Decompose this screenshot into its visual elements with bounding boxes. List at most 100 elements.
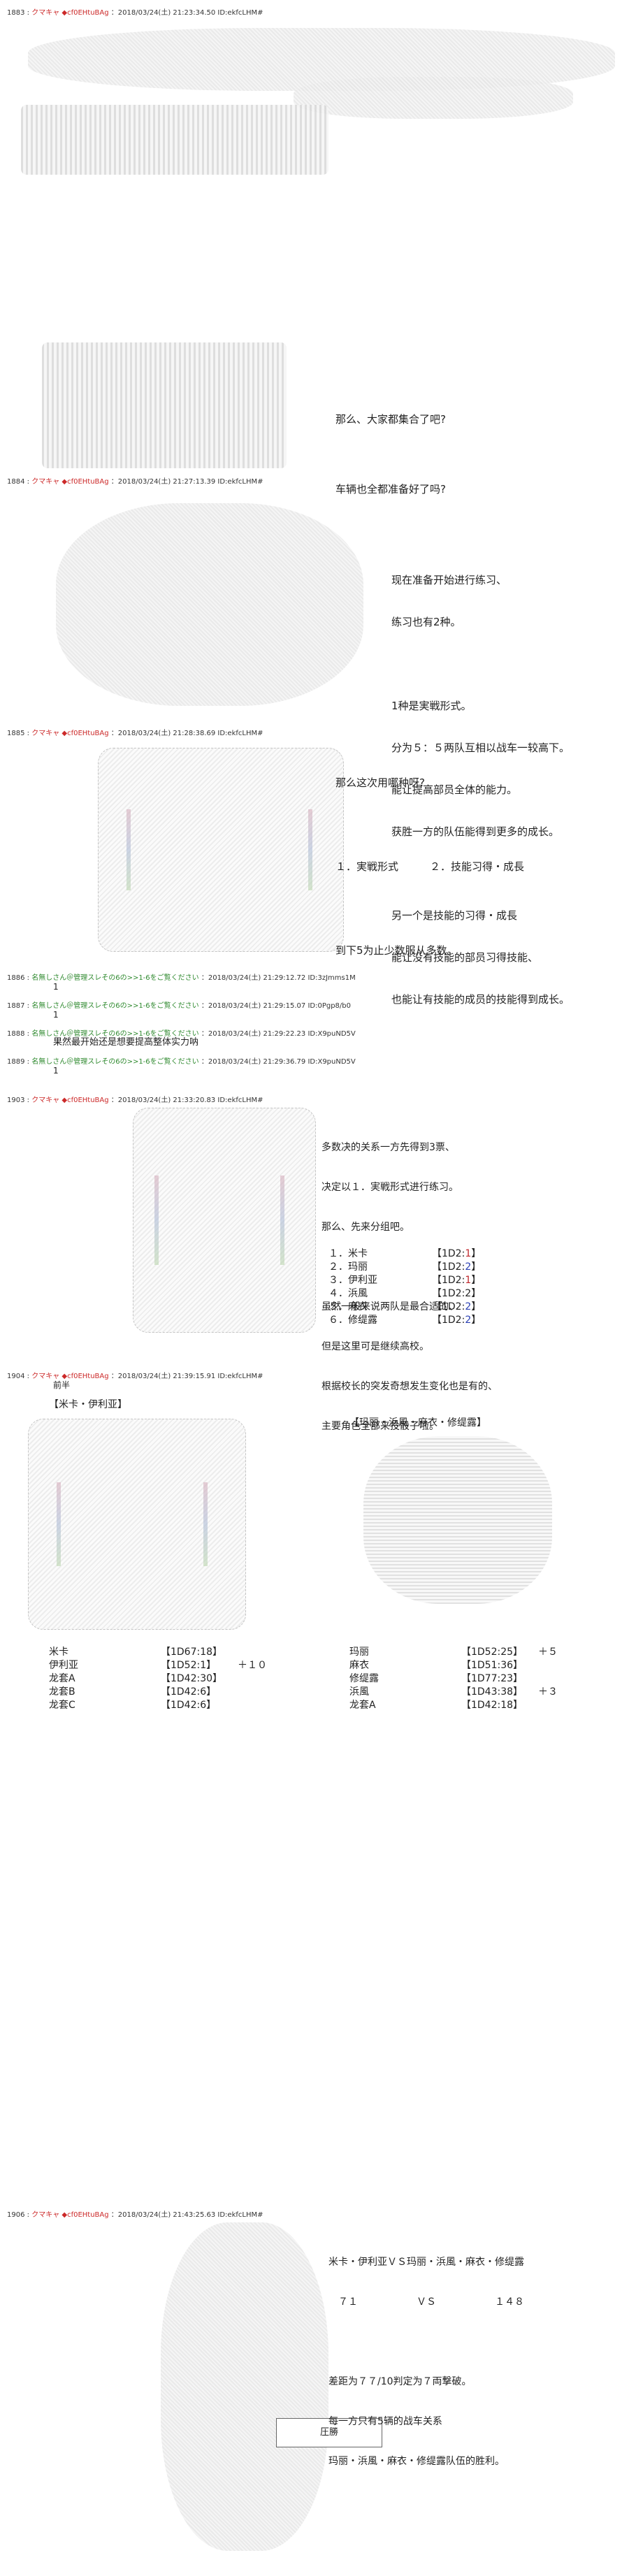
result-name: 米卡: [49, 1647, 68, 1658]
poster-trip: ◆cf0EHtuBAg: [62, 1097, 109, 1104]
post-number[interactable]: 1883: [7, 9, 25, 17]
row-dice: 【1D2:2: [432, 1288, 472, 1299]
body-line: 那么这次用哪种呀?: [335, 776, 425, 789]
row-name: 伊利亚: [348, 1275, 377, 1286]
face-ascii-art: [98, 748, 344, 952]
post-body: 现在准备开始进行练习、 练习也有2种。 1种是実戦形式。 分为５：５两队互相以战…: [391, 545, 570, 1034]
post-meta: ：2018/03/24(土) 21:23:34.50 ID:ekfcLHM#: [110, 9, 263, 17]
result-bonus: ＋３: [538, 1686, 558, 1698]
dice-row: １．米卡【1D2:1】: [328, 1247, 481, 1261]
post-body: 1: [53, 1010, 59, 1020]
result-name: 玛丽: [349, 1647, 369, 1658]
post-body: 那么、大家都集合了吧? 车辆也全都准备好了吗?: [335, 384, 446, 524]
post-meta: ：2018/03/24(土) 21:29:22.23 ID:X9puND5V: [201, 1030, 356, 1038]
post-1903: 1903 : クマキャ ◆cf0EHtuBAg ：2018/03/24(土) 2…: [0, 1094, 629, 1432]
body-line: 决定以１．実戦形式进行练习。: [321, 1182, 458, 1193]
result-bonus: ＋５: [538, 1647, 558, 1658]
body-line: 获胜一方的队伍能得到更多的成长。: [391, 825, 560, 838]
win-sign: 圧勝: [276, 2418, 382, 2447]
post-header: 1886 : 名無しさん＠管理スレその6の>>1-6をご覧ください ：2018/…: [7, 974, 356, 982]
body-line: 现在准备开始进行练习、: [391, 574, 507, 586]
post-header: 1884 : クマキャ ◆cf0EHtuBAg ：2018/03/24(土) 2…: [7, 478, 263, 486]
row-name: 玛丽: [348, 1261, 368, 1273]
body-line: 玛丽・浜風・麻衣・修缇露队伍的胜利。: [328, 2456, 505, 2467]
row-dice-value: 1: [465, 1248, 472, 1259]
body-line: [391, 657, 570, 671]
post-1884: 1884 : クマキャ ◆cf0EHtuBAg ：2018/03/24(土) 2…: [0, 475, 629, 1006]
result-row: 麻衣【1D51:36】: [349, 1659, 558, 1672]
post-header: 1888 : 名無しさん＠管理スレその6の>>1-6をご覧ください ：2018/…: [7, 1030, 356, 1038]
body-line: 米卡・伊利亚ＶＳ玛丽・浜風・麻衣・修缇露: [328, 2257, 524, 2268]
tank-ascii-art: [42, 342, 287, 468]
team-b-results: 玛丽【1D52:25】＋５ 麻衣【1D51:36】 修缇露【1D77:23】 浜…: [349, 1646, 558, 1712]
post-number[interactable]: 1886: [7, 974, 25, 982]
win-sign-text: 圧勝: [319, 2427, 338, 2438]
post-header: 1885 : クマキャ ◆cf0EHtuBAg ：2018/03/24(土) 2…: [7, 730, 263, 737]
post-header: 1887 : 名無しさん＠管理スレその6の>>1-6をご覧ください ：2018/…: [7, 1002, 352, 1010]
post-number[interactable]: 1885: [7, 730, 25, 737]
body-line: 多数决的关系一方先得到3票、: [321, 1142, 455, 1153]
body-line: １．実戦形式 ２．技能习得・成長: [335, 860, 525, 873]
girl-ascii-art: [56, 503, 363, 706]
post-header: 1906 : クマキャ ◆cf0EHtuBAg ：2018/03/24(土) 2…: [7, 2211, 263, 2219]
post-body: 那么这次用哪种呀? １．実戦形式 ２．技能习得・成長 到下5为止少数服从多数。: [335, 748, 524, 985]
result-dice: 【1D42:30】: [161, 1673, 223, 1684]
post-1883: 1883 : クマキャ ◆cf0EHtuBAg ：2018/03/24(土) 2…: [0, 0, 629, 189]
cloud-ascii-art: [294, 77, 573, 119]
post-number[interactable]: 1884: [7, 478, 25, 486]
post-number[interactable]: 1903: [7, 1097, 25, 1104]
team-a-results: 米卡【1D67:18】 伊利亚【1D52:1】＋１０ 龙套A【1D42:30】 …: [49, 1646, 267, 1712]
result-row: 米卡 【1D67:18】: [49, 1646, 267, 1659]
result-row: 龙套A【1D42:30】: [49, 1672, 267, 1686]
team-b-ascii-art: [363, 1436, 552, 1604]
result-dice: 【1D42:6】: [161, 1700, 217, 1711]
post-meta: ：2018/03/24(土) 21:39:15.91 ID:ekfcLHM#: [110, 1373, 263, 1380]
post-number[interactable]: 1887: [7, 1002, 25, 1010]
post-number[interactable]: 1906: [7, 2211, 25, 2219]
post-meta: ：2018/03/24(土) 21:29:15.07 ID:0Pgp8/b0: [201, 1002, 352, 1010]
girl-ascii-art: [161, 2222, 328, 2551]
reply-1889: 1889 : 名無しさん＠管理スレその6の>>1-6をご覧ください ：2018/…: [0, 1055, 629, 1080]
post-number[interactable]: 1889: [7, 1058, 25, 1066]
reply-1888: 1888 : 名無しさん＠管理スレその6の>>1-6をご覧ください ：2018/…: [0, 1027, 629, 1052]
result-name: 浜風: [349, 1686, 369, 1698]
poster-name: 名無しさん＠管理スレその6の>>1-6をご覧ください: [31, 1002, 199, 1010]
dice-row: ５．麻衣【1D2:2】: [328, 1301, 481, 1314]
poster-name: 名無しさん＠管理スレその6の>>1-6をご覧ください: [31, 974, 199, 982]
tank-ascii-art: [21, 105, 328, 175]
post-1883-continuation: 那么、大家都集合了吧? 车辆也全都准备好了吗?: [0, 342, 629, 495]
row-dice: 【1D2:: [432, 1261, 465, 1273]
result-dice: 【1D67:18】: [161, 1647, 223, 1658]
result-dice: 【1D52:1】: [161, 1660, 217, 1671]
post-body: 1: [53, 1066, 59, 1076]
post-body: 果然最开始还是想要提高整体实力呐: [53, 1037, 199, 1048]
post-meta: ：2018/03/24(土) 21:29:12.72 ID:3zJmms1M: [201, 974, 356, 982]
team-b-title: 【玛丽・浜風・麻衣・修缇露】: [349, 1417, 486, 1428]
row-dice: 【1D2:: [432, 1275, 465, 1286]
dice-table: １．米卡【1D2:1】 ２．玛丽【1D2:2】 ３．伊利亚【1D2:1】 ４．浜…: [328, 1247, 481, 1327]
row-name: 浜風: [348, 1288, 368, 1299]
body-line: 那么、大家都集合了吧?: [335, 413, 446, 426]
body-line: 主要角色全部来投骰子啦。: [321, 1421, 439, 1432]
poster-trip: ◆cf0EHtuBAg: [62, 1373, 109, 1380]
poster-name: クマキャ: [31, 730, 60, 737]
poster-trip: ◆cf0EHtuBAg: [62, 730, 109, 737]
row-dice-value: 2: [465, 1315, 472, 1326]
poster-name: クマキャ: [31, 1097, 60, 1104]
row-name: 米卡: [348, 1248, 368, 1259]
result-row: 龙套C【1D42:6】: [49, 1699, 267, 1712]
result-dice: 【1D52:25】: [461, 1647, 523, 1658]
row-dice-value: 1: [465, 1275, 472, 1286]
result-row: 玛丽 【1D52:25】 ＋５: [349, 1646, 558, 1659]
row-dice-end: 】: [471, 1275, 482, 1286]
body-line: 也能让有技能的成员的技能得到成长。: [391, 993, 570, 1006]
post-number[interactable]: 1888: [7, 1030, 25, 1038]
section-label: 前半: [53, 1380, 71, 1390]
post-number[interactable]: 1904: [7, 1373, 25, 1380]
dice-row: ６．修缇露【1D2:2】: [328, 1314, 481, 1327]
body-line: 车辆也全都准备好了吗?: [335, 483, 446, 495]
post-header: 1904 : クマキャ ◆cf0EHtuBAg ：2018/03/24(土) 2…: [7, 1373, 263, 1380]
post-meta: ：2018/03/24(土) 21:27:13.39 ID:ekfcLHM#: [110, 478, 263, 486]
row-dice-end: 】: [471, 1288, 482, 1299]
body-line: 那么、先来分组吧。: [321, 1222, 410, 1233]
